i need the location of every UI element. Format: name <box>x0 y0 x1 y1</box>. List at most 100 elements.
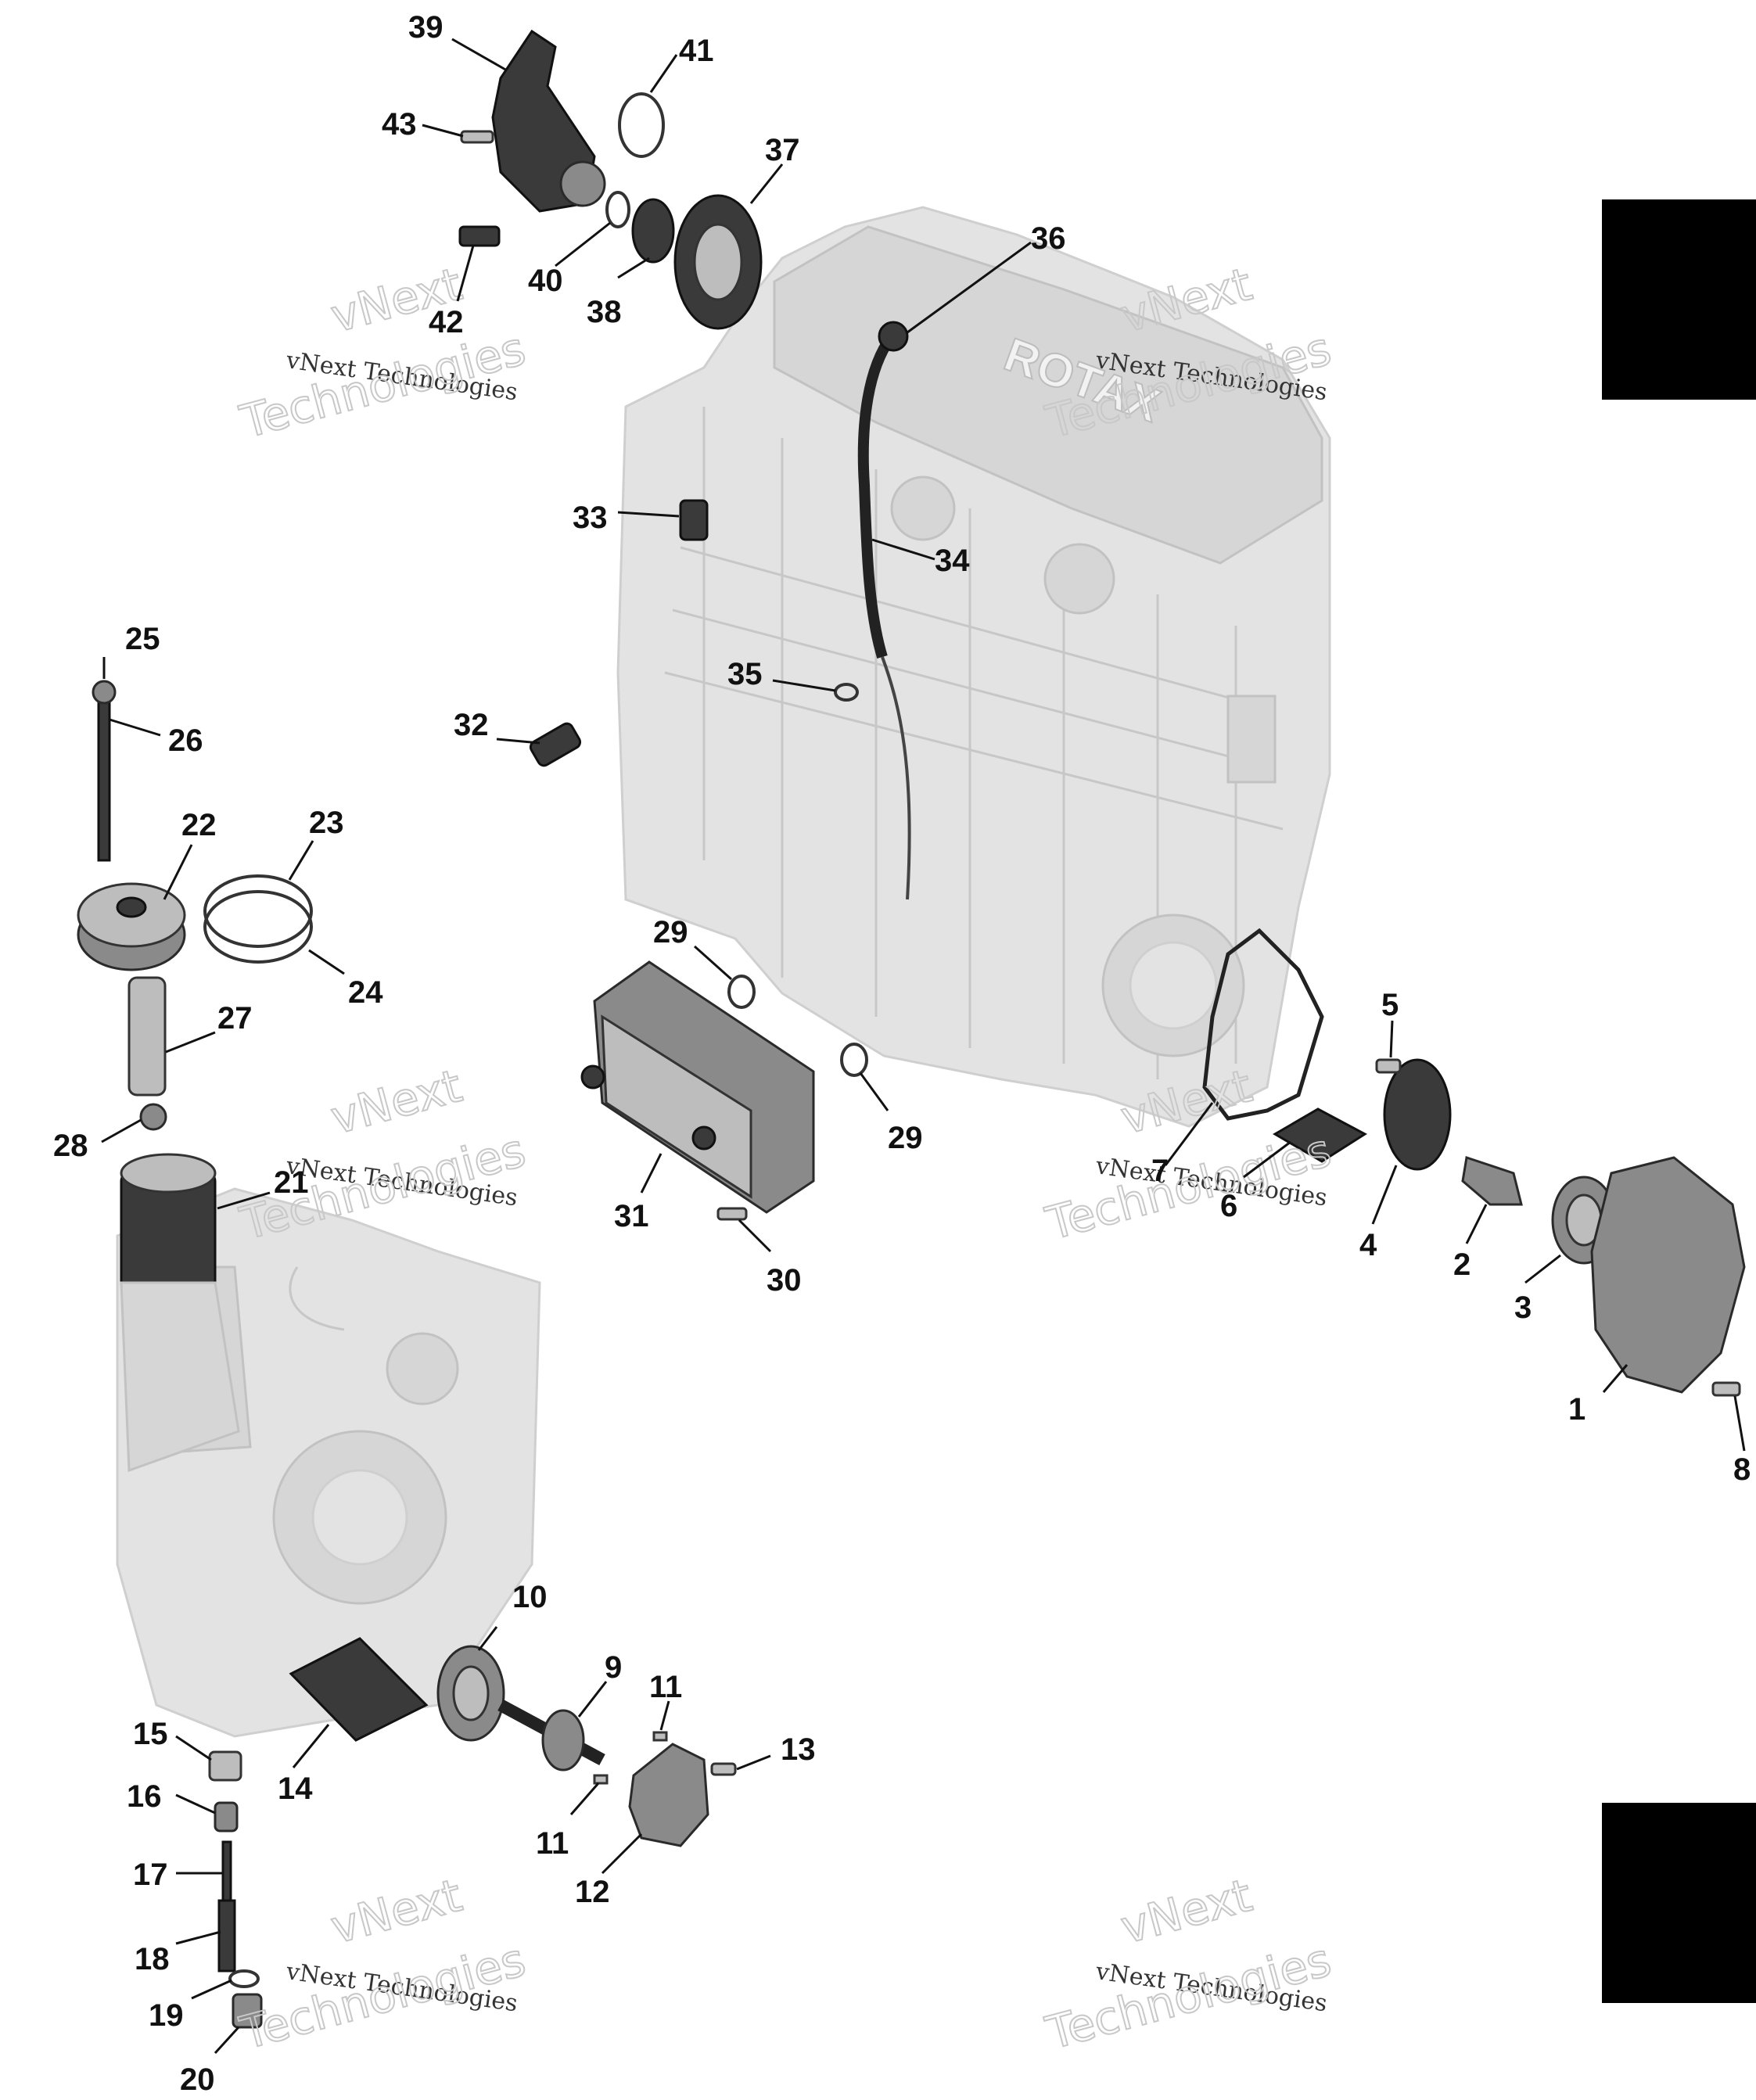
pin-17 <box>221 1840 232 1906</box>
callout-40: 40 <box>528 264 563 298</box>
callout-3: 3 <box>1514 1291 1532 1325</box>
pump-rotor-2 <box>1461 1156 1523 1206</box>
pump-cover-12 <box>628 1743 709 1847</box>
callout-16: 16 <box>127 1779 162 1814</box>
callout-41: 41 <box>679 34 714 68</box>
housing-37-center <box>693 223 743 301</box>
callout-14: 14 <box>278 1772 313 1806</box>
engine-block-ghost: ROTAX <box>616 206 1331 1128</box>
callout-35: 35 <box>727 657 763 691</box>
callout-18: 18 <box>135 1942 170 1976</box>
callout-25: 25 <box>125 622 160 656</box>
leader-lines <box>101 38 1746 2055</box>
piston-16 <box>214 1801 239 1833</box>
watermark-top-left: vNext vNext Technologies Technologies <box>234 257 531 450</box>
screen-14 <box>289 1637 429 1742</box>
callout-33: 33 <box>573 501 608 535</box>
callout-19: 19 <box>149 1998 184 2033</box>
callout-34: 34 <box>935 544 970 578</box>
watermark-bottom-right: vNext vNext Technologies Technologies <box>1040 1868 1337 2061</box>
callout-28: 28 <box>53 1129 88 1163</box>
dipstick-34 <box>881 656 911 900</box>
o-ring-35 <box>834 683 859 702</box>
callout-23: 23 <box>309 806 344 840</box>
bolt-26 <box>97 695 111 862</box>
pump-plate-4 <box>1383 1058 1452 1171</box>
ring-40 <box>605 191 630 228</box>
oil-filter-21 <box>120 1153 240 1473</box>
pin-11a <box>652 1731 668 1742</box>
valve-housing-15 <box>208 1750 242 1782</box>
o-ring-29a <box>727 975 756 1009</box>
pump-rotor-9 <box>541 1709 585 1772</box>
callout-12: 12 <box>575 1875 610 1909</box>
sensor-32 <box>529 722 582 767</box>
callout-39: 39 <box>408 10 443 45</box>
callout-9: 9 <box>605 1650 622 1685</box>
callout-27: 27 <box>217 1001 253 1036</box>
pump-outer-ring-10-center <box>452 1665 490 1721</box>
page-tab-bottom <box>1602 1803 1756 2003</box>
o-ring-23 <box>203 874 313 948</box>
callout-29b: 29 <box>888 1121 923 1155</box>
callout-30: 30 <box>767 1263 802 1298</box>
o-ring-24 <box>203 890 313 964</box>
callout-42: 42 <box>429 305 464 339</box>
callout-31: 31 <box>614 1199 649 1233</box>
seal-38 <box>631 198 675 264</box>
filter-cap-22 <box>77 882 186 971</box>
callout-4: 4 <box>1359 1228 1377 1262</box>
callout-38: 38 <box>587 295 622 329</box>
oil-cooler-31 <box>580 960 815 1214</box>
callout-36: 36 <box>1031 221 1066 256</box>
callout-15: 15 <box>133 1717 168 1751</box>
callout-7: 7 <box>1151 1154 1169 1188</box>
pump-cover-1 <box>1590 1156 1746 1394</box>
nut-28 <box>139 1103 167 1131</box>
screw-8 <box>1711 1381 1741 1397</box>
sensor-33 <box>679 499 709 541</box>
callout-32: 32 <box>454 708 489 742</box>
dipstick-cap-36 <box>878 321 909 352</box>
screen-6 <box>1273 1107 1367 1163</box>
gasket-7 <box>1202 928 1324 1121</box>
screw-5 <box>1375 1058 1402 1074</box>
callout-22: 22 <box>181 808 217 842</box>
callout-8: 8 <box>1733 1452 1751 1487</box>
page-tab-top <box>1602 199 1756 400</box>
dipstick-tube-34 <box>857 332 896 659</box>
callout-2: 2 <box>1453 1247 1471 1282</box>
svg-text:vNext: vNext <box>1115 1868 1257 1955</box>
watermark-mid-left: vNext vNext Technologies Technologies <box>234 1058 531 1251</box>
callout-1: 1 <box>1568 1392 1585 1427</box>
callout-37: 37 <box>765 133 800 167</box>
callout-6: 6 <box>1220 1189 1237 1223</box>
callout-20: 20 <box>180 2062 215 2097</box>
callout-13: 13 <box>781 1732 816 1767</box>
callout-10: 10 <box>512 1580 548 1614</box>
screw-30 <box>716 1207 748 1221</box>
callout-labels: 1 2 3 4 5 6 7 8 9 10 11 11 12 13 14 15 1… <box>53 10 1751 2097</box>
spring-18 <box>217 1899 236 1973</box>
svg-text:vNext: vNext <box>325 1059 467 1145</box>
bolt-head-25 <box>92 680 117 705</box>
callout-24: 24 <box>348 975 383 1010</box>
screw-13 <box>710 1762 737 1776</box>
callout-43: 43 <box>382 107 417 142</box>
plug-20 <box>232 1993 263 2029</box>
callout-11b: 11 <box>536 1826 569 1861</box>
callout-17: 17 <box>133 1858 168 1892</box>
o-ring-29b <box>840 1043 868 1077</box>
svg-text:vNext: vNext <box>325 1868 467 1955</box>
callout-11a: 11 <box>649 1670 682 1704</box>
tube-27 <box>127 976 167 1097</box>
sensor-connector-42 <box>458 225 501 247</box>
callout-26: 26 <box>168 723 203 758</box>
callout-29a: 29 <box>653 915 688 949</box>
pin-11b <box>593 1774 609 1785</box>
o-ring-19 <box>228 1969 260 1988</box>
thermostat-housing <box>491 29 606 213</box>
o-ring-41 <box>618 92 665 158</box>
callout-21: 21 <box>274 1165 309 1200</box>
